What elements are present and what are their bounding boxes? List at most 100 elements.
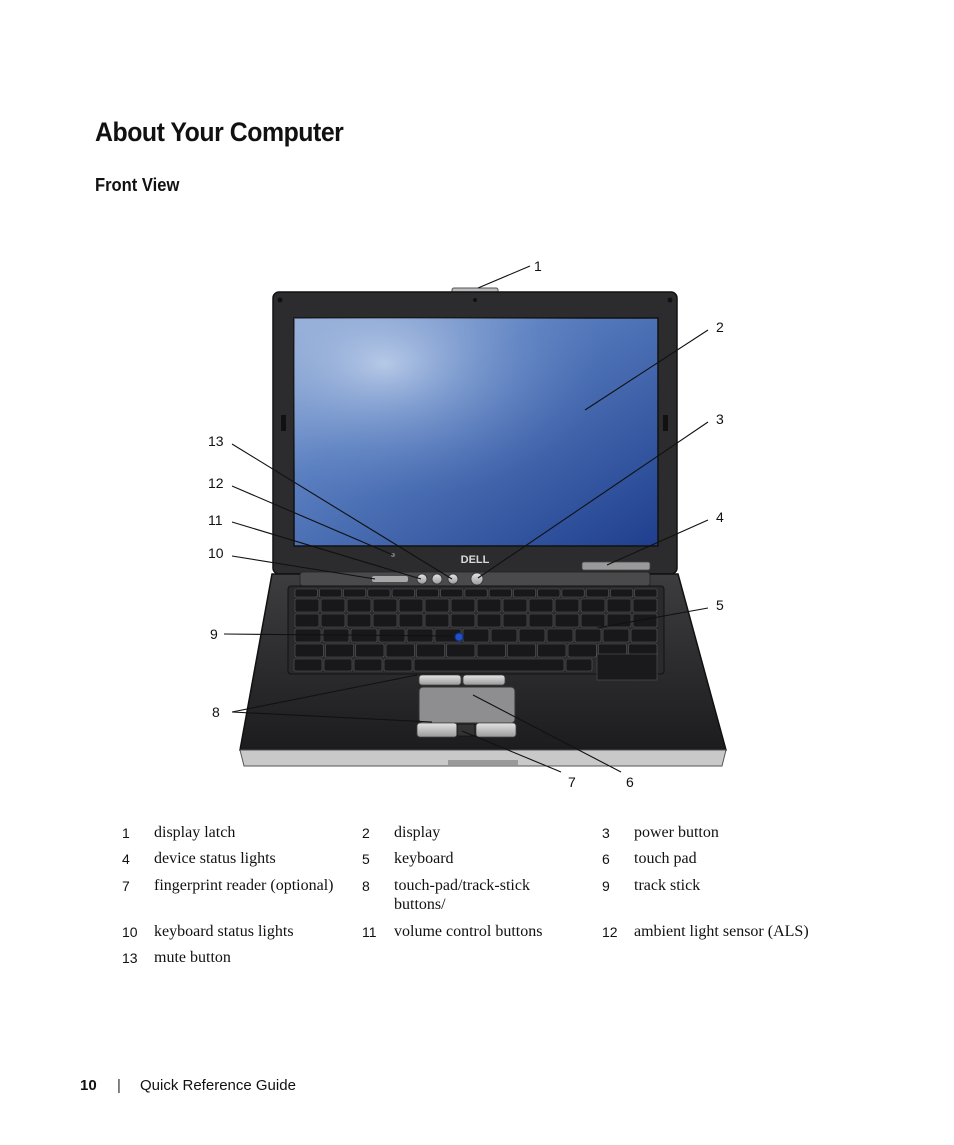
legend-number: 12: [602, 924, 618, 940]
page-title: About Your Computer: [95, 117, 344, 147]
key[interactable]: [567, 643, 597, 658]
key[interactable]: [634, 588, 658, 598]
key[interactable]: [413, 658, 565, 672]
key[interactable]: [372, 613, 398, 628]
key[interactable]: [513, 588, 537, 598]
key[interactable]: [502, 613, 528, 628]
key[interactable]: [424, 613, 450, 628]
legend-number: 2: [362, 825, 370, 841]
legend-number: 4: [122, 851, 130, 867]
key[interactable]: [528, 613, 554, 628]
key[interactable]: [565, 658, 593, 672]
key[interactable]: [355, 643, 385, 658]
key[interactable]: [353, 658, 383, 672]
key[interactable]: [580, 598, 606, 613]
key[interactable]: [415, 588, 439, 598]
callout-5: 5: [716, 597, 724, 613]
power-button[interactable]: [470, 572, 484, 586]
touch-pad-left-button[interactable]: [416, 722, 458, 738]
key[interactable]: [632, 598, 658, 613]
key[interactable]: [385, 643, 415, 658]
key[interactable]: [367, 588, 391, 598]
key[interactable]: [398, 613, 424, 628]
key[interactable]: [630, 628, 658, 643]
callout-7: 7: [568, 774, 576, 790]
key[interactable]: [391, 588, 415, 598]
key[interactable]: [490, 628, 518, 643]
mute-button[interactable]: [447, 573, 459, 585]
key[interactable]: [446, 643, 476, 658]
key[interactable]: [462, 628, 490, 643]
track-stick[interactable]: [454, 632, 464, 642]
key[interactable]: [518, 628, 546, 643]
key[interactable]: [294, 598, 320, 613]
key[interactable]: [537, 588, 561, 598]
key[interactable]: [585, 588, 609, 598]
key[interactable]: [346, 598, 372, 613]
legend-number: 6: [602, 851, 610, 867]
key[interactable]: [528, 598, 554, 613]
key[interactable]: [320, 613, 346, 628]
volume-up-button[interactable]: [431, 573, 443, 585]
key[interactable]: [343, 588, 367, 598]
laptop-figure: DELL 1 2 3 4 5 6 7 8: [208, 258, 727, 790]
key[interactable]: [294, 628, 322, 643]
legend-label: keyboard: [394, 850, 454, 867]
legend-number: 13: [122, 950, 138, 966]
key[interactable]: [554, 598, 580, 613]
callout-11: 11: [208, 512, 223, 528]
key[interactable]: [561, 588, 585, 598]
touch-pad-right-button[interactable]: [475, 722, 517, 738]
legend-label: touch-pad/track-stick buttons/: [394, 877, 530, 913]
key[interactable]: [415, 643, 445, 658]
key[interactable]: [294, 643, 324, 658]
key[interactable]: [398, 598, 424, 613]
callout-lines: [223, 265, 709, 773]
callout-12: 12: [208, 475, 224, 491]
key[interactable]: [476, 613, 502, 628]
legend-number: 8: [362, 878, 370, 894]
key[interactable]: [383, 658, 413, 672]
key[interactable]: [606, 613, 632, 628]
key[interactable]: [323, 658, 353, 672]
touch-pad[interactable]: [418, 686, 516, 724]
key[interactable]: [372, 598, 398, 613]
key[interactable]: [324, 643, 354, 658]
key[interactable]: [464, 588, 488, 598]
volume-down-button[interactable]: [416, 573, 428, 585]
key[interactable]: [574, 628, 602, 643]
key[interactable]: [346, 613, 372, 628]
dell-logo: DELL: [461, 554, 490, 566]
key[interactable]: [440, 588, 464, 598]
track-stick-left-button[interactable]: [418, 674, 462, 686]
track-stick-right-button[interactable]: [462, 674, 506, 686]
key[interactable]: [476, 598, 502, 613]
key[interactable]: [602, 628, 630, 643]
key[interactable]: [502, 598, 528, 613]
key[interactable]: [537, 643, 567, 658]
key[interactable]: [294, 613, 320, 628]
key[interactable]: [488, 588, 512, 598]
arrow-keys[interactable]: [596, 653, 658, 681]
key[interactable]: [632, 613, 658, 628]
key[interactable]: [293, 658, 323, 672]
key[interactable]: [424, 598, 450, 613]
legend-label: device status lights: [154, 850, 276, 867]
key[interactable]: [546, 628, 574, 643]
key[interactable]: [506, 643, 536, 658]
key[interactable]: [610, 588, 634, 598]
key[interactable]: [450, 598, 476, 613]
key[interactable]: [450, 613, 476, 628]
key[interactable]: [294, 588, 318, 598]
key[interactable]: [554, 613, 580, 628]
key[interactable]: [580, 613, 606, 628]
key[interactable]: [476, 643, 506, 658]
key[interactable]: [320, 598, 346, 613]
key[interactable]: [318, 588, 342, 598]
key[interactable]: [606, 598, 632, 613]
